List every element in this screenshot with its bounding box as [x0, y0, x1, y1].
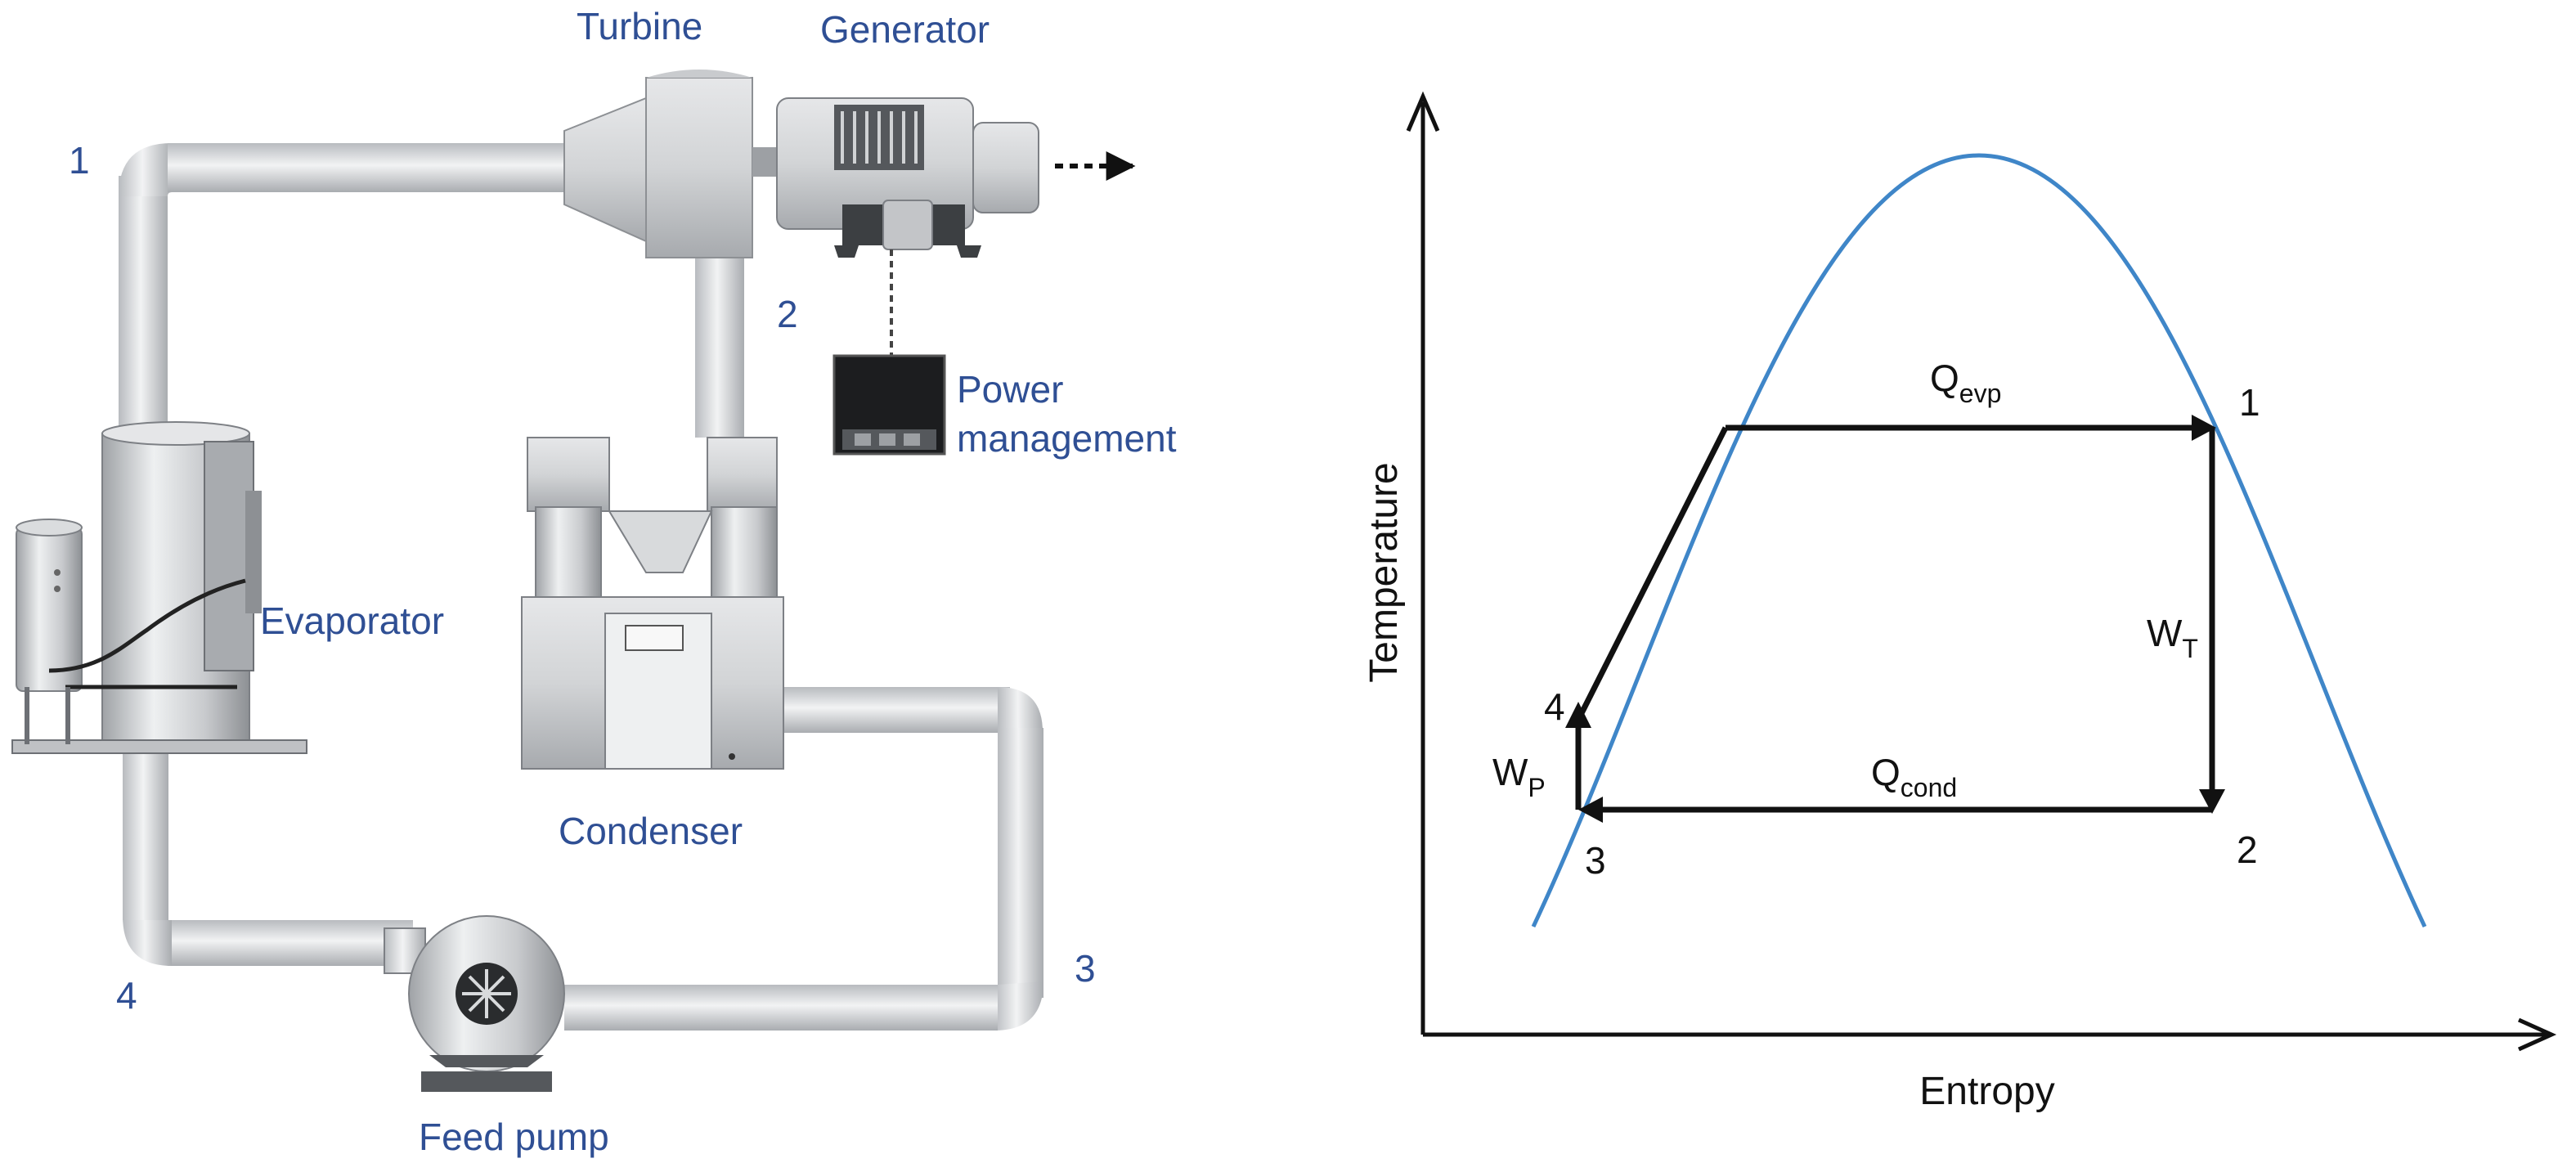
ts-state-point-1: 1 — [2239, 381, 2260, 424]
pipe-condenser-to-pump — [564, 687, 1043, 1031]
x-axis-arrow-icon — [2517, 1017, 2557, 1052]
turbine-label: Turbine — [577, 5, 702, 47]
ts-state-point-4: 4 — [1544, 685, 1565, 728]
generator-label: Generator — [820, 8, 990, 51]
ts-diagram: Qevp WT Qcond WP 1 2 3 4 Temperature Ent… — [1362, 91, 2557, 1113]
pipe-turbine-to-condenser — [695, 241, 744, 438]
pipe-pump-to-evaporator — [123, 748, 413, 966]
arrow-w-p-head-icon — [1565, 702, 1591, 728]
power-management-label-line2: management — [957, 417, 1177, 460]
y-axis-arrow-icon — [1406, 91, 1440, 132]
label-q-cond: Qcond — [1871, 751, 1957, 802]
label-q-evp: Qevp — [1930, 357, 2001, 408]
pipe-evaporator-to-turbine — [119, 143, 568, 446]
condenser — [521, 437, 784, 770]
x-axis-title: Entropy — [1919, 1070, 2054, 1113]
ts-state-point-2: 2 — [2237, 828, 2258, 871]
turbine — [563, 70, 777, 258]
condenser-label: Condenser — [559, 810, 743, 852]
arrow-w-t-head-icon — [2199, 789, 2225, 814]
ts-state-point-3: 3 — [1585, 839, 1606, 882]
saturation-dome — [1531, 153, 2427, 928]
cycle-lines — [1565, 415, 2225, 823]
schematic-state-point-2: 2 — [777, 293, 798, 335]
evaporator-label: Evaporator — [260, 599, 444, 642]
evaporator — [11, 421, 307, 754]
feed-pump — [384, 915, 565, 1092]
label-w-p: WP — [1492, 751, 1546, 802]
orc-schematic: Turbine Generator Power management Evapo… — [11, 5, 1177, 1158]
schematic-state-point-3: 3 — [1075, 947, 1096, 990]
feed-pump-label: Feed pump — [419, 1116, 609, 1158]
line-4-to-sat-liquid — [1575, 426, 1729, 721]
power-management-unit — [832, 249, 946, 456]
generator — [776, 97, 1136, 258]
schematic-state-point-4: 4 — [116, 974, 137, 1017]
arrow-q-cond-head-icon — [1578, 797, 1603, 823]
arrow-q-evp-head-icon — [2192, 415, 2216, 441]
y-axis-title: Temperature — [1362, 462, 1406, 682]
label-w-t: WT — [2147, 612, 2198, 663]
schematic-state-point-1: 1 — [69, 139, 90, 182]
power-management-label-line1: Power — [957, 368, 1063, 411]
